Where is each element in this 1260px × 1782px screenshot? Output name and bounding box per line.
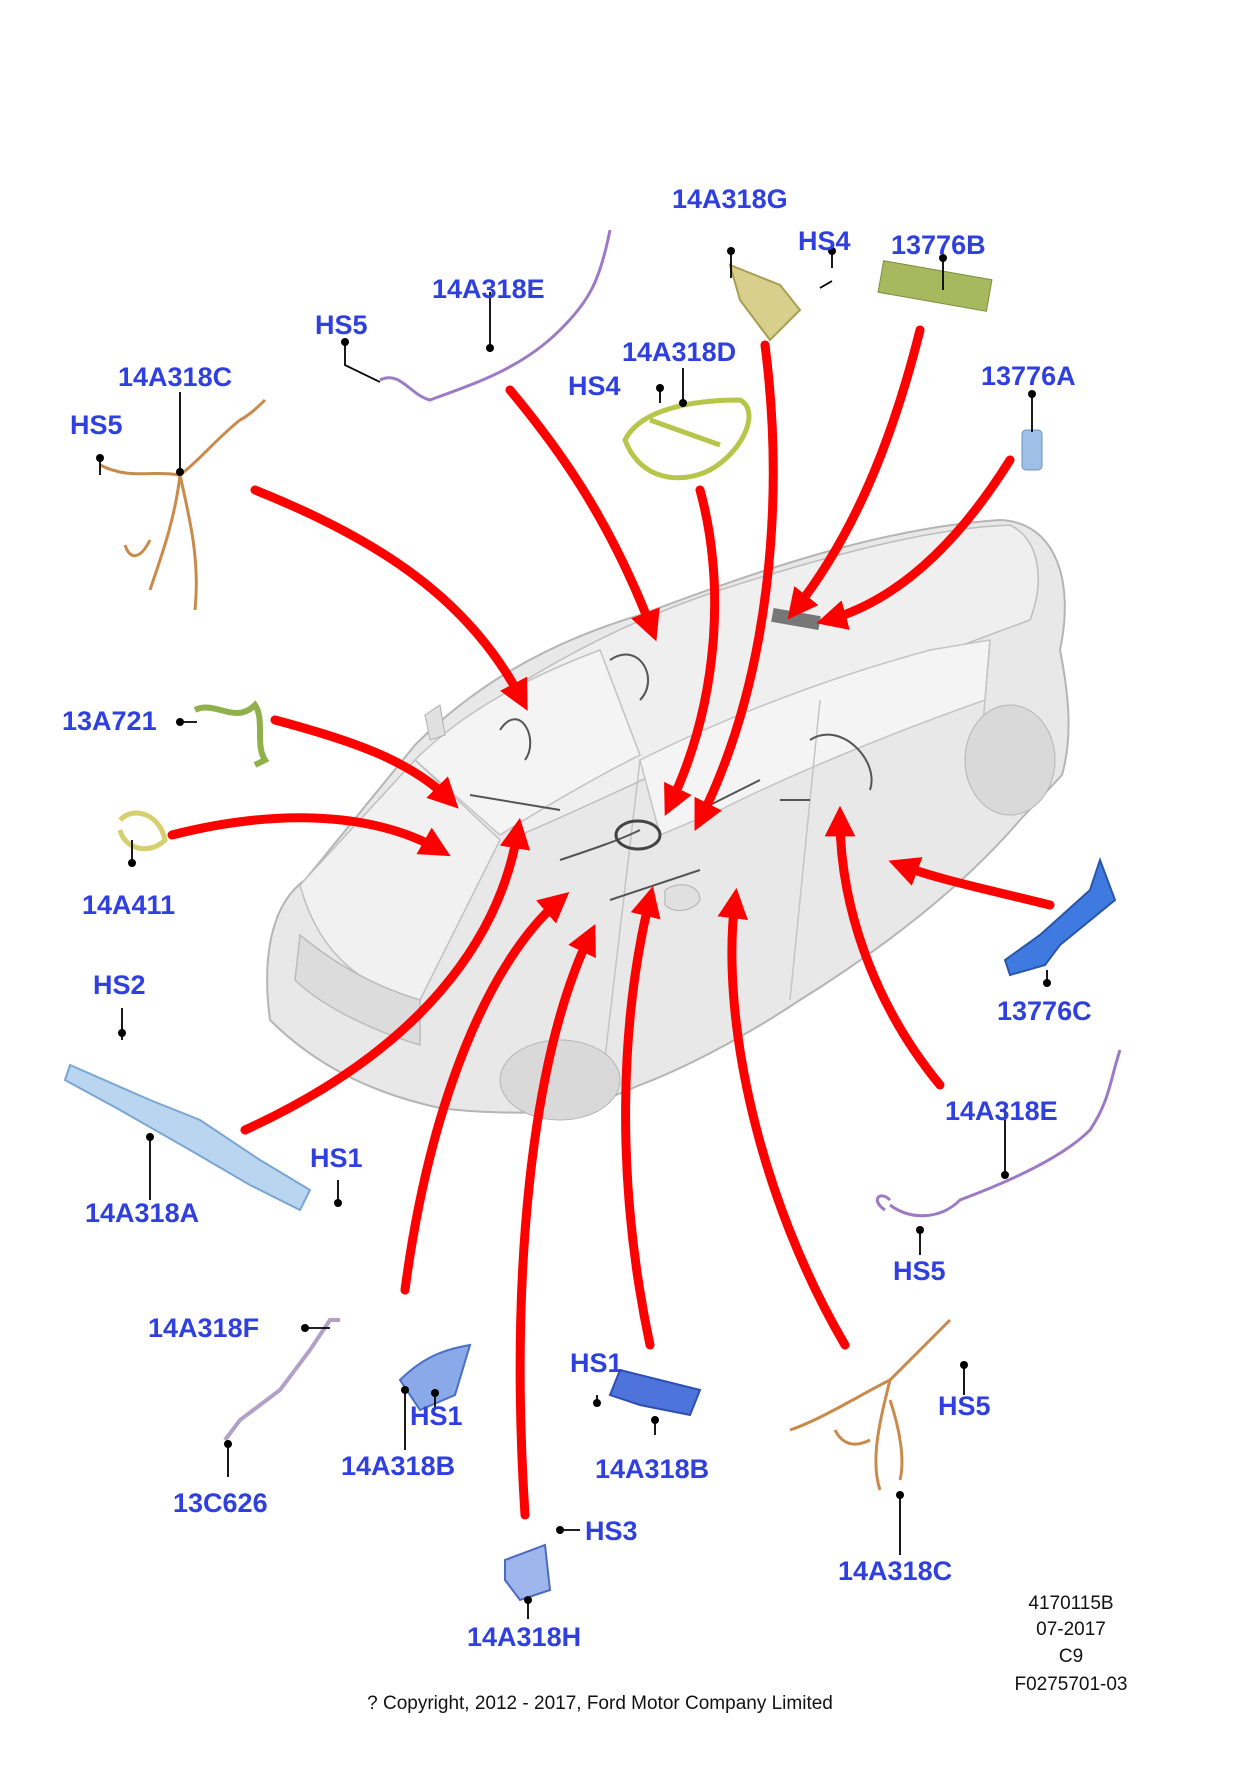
label-hs3: HS3: [585, 1516, 638, 1546]
part-14A318B-1: [398, 1343, 472, 1412]
arrow-14A318H: [515, 923, 596, 1520]
arrow-14A411: [167, 813, 451, 857]
label-13776A: 13776A: [981, 361, 1076, 391]
harness-14A318G: [728, 263, 802, 342]
label-14A318B-2: 14A318B: [595, 1454, 710, 1484]
label-14A318D: 14A318D: [622, 337, 737, 367]
hvac-part: [614, 819, 662, 851]
arrow-14A318G: [694, 340, 778, 831]
harness-14A318C-right: [789, 1318, 952, 1491]
label-14A318H: 14A318H: [467, 1622, 582, 1652]
front-wheel: [499, 1039, 621, 1121]
part-14A411: [117, 810, 168, 852]
label-14A318C-right: 14A318C: [838, 1556, 953, 1586]
label-13C626: 13C626: [173, 1488, 268, 1518]
label-hs5-right: HS5: [893, 1256, 946, 1286]
label-hs2: HS2: [93, 970, 146, 1000]
arrow-14A318C-right: [717, 887, 850, 1350]
label-hs5-topleft: HS5: [315, 310, 368, 340]
arrow-13776B: [787, 325, 925, 620]
side-mirror: [424, 704, 446, 741]
arrow-13776C: [888, 857, 1055, 910]
part-13776C: [1003, 857, 1117, 977]
leader-dots: [96, 247, 1051, 1604]
label-13776C: 13776C: [997, 996, 1092, 1026]
label-14A318A: 14A318A: [85, 1198, 200, 1228]
label-hs4-mid: HS4: [568, 371, 621, 401]
label-13A721: 13A721: [62, 706, 157, 736]
car-illustration: [266, 518, 1070, 1121]
arrow-14A318A: [240, 817, 531, 1135]
arrow-13A721: [270, 715, 459, 809]
label-14A318E-right: 14A318E: [945, 1096, 1058, 1126]
label-hs4-top: HS4: [798, 226, 851, 256]
arrow-14A318D: [664, 485, 720, 817]
label-14A318E-top: 14A318E: [432, 274, 545, 304]
harness-14A318C-left: [99, 398, 267, 611]
rear-wheel: [964, 704, 1056, 816]
copyright-notice: ? Copyright, 2012 - 2017, Ford Motor Com…: [367, 1693, 833, 1714]
harness-14A318E-top: [379, 229, 612, 402]
part-14A318A: [63, 1063, 312, 1212]
arrow-14A318C-left: [250, 485, 528, 711]
grille: [294, 933, 421, 1047]
label-13776B: 13776B: [891, 230, 986, 260]
label-hs5-br: HS5: [938, 1391, 991, 1421]
label-hs1-b2: HS1: [570, 1348, 623, 1378]
diagram-date: 07-2017: [1036, 1619, 1106, 1640]
label-14A318G: 14A318G: [672, 184, 788, 214]
pointer-arrows: [167, 325, 1055, 1520]
arrow-14A318E-right: [824, 805, 945, 1090]
arrow-14A318B-2: [621, 886, 661, 1350]
label-14A411: 14A411: [82, 890, 176, 920]
side-mirror-2: [664, 884, 701, 911]
part-13776A: [1021, 429, 1043, 471]
label-14A318F: 14A318F: [148, 1313, 260, 1343]
arrow-14A318E-top: [505, 385, 660, 642]
label-hs1-b1: HS1: [410, 1401, 463, 1431]
harness-14A318E-right: [875, 1049, 1122, 1218]
harness-14A318D: [622, 397, 752, 481]
label-hs1-left: HS1: [310, 1143, 363, 1173]
label-14A318B-1: 14A318B: [341, 1451, 456, 1481]
windshield: [413, 649, 641, 836]
figure-number: F0275701-03: [1014, 1674, 1128, 1695]
label-14A318C-left: 14A318C: [118, 362, 233, 392]
part-13776B: [877, 260, 993, 312]
part-icons: [63, 229, 1122, 1602]
part-14A318H: [504, 1543, 552, 1602]
diagram-code: C9: [1058, 1646, 1084, 1667]
label-hs5-left: HS5: [70, 410, 123, 440]
part-14A318B-2: [608, 1368, 702, 1417]
arrow-13776A: [816, 455, 1015, 630]
diagram-ref: 4170115B: [1028, 1593, 1114, 1614]
arrow-14A318B-1: [400, 892, 570, 1295]
part-13A721: [193, 700, 270, 768]
part-13C626: [223, 1318, 340, 1442]
